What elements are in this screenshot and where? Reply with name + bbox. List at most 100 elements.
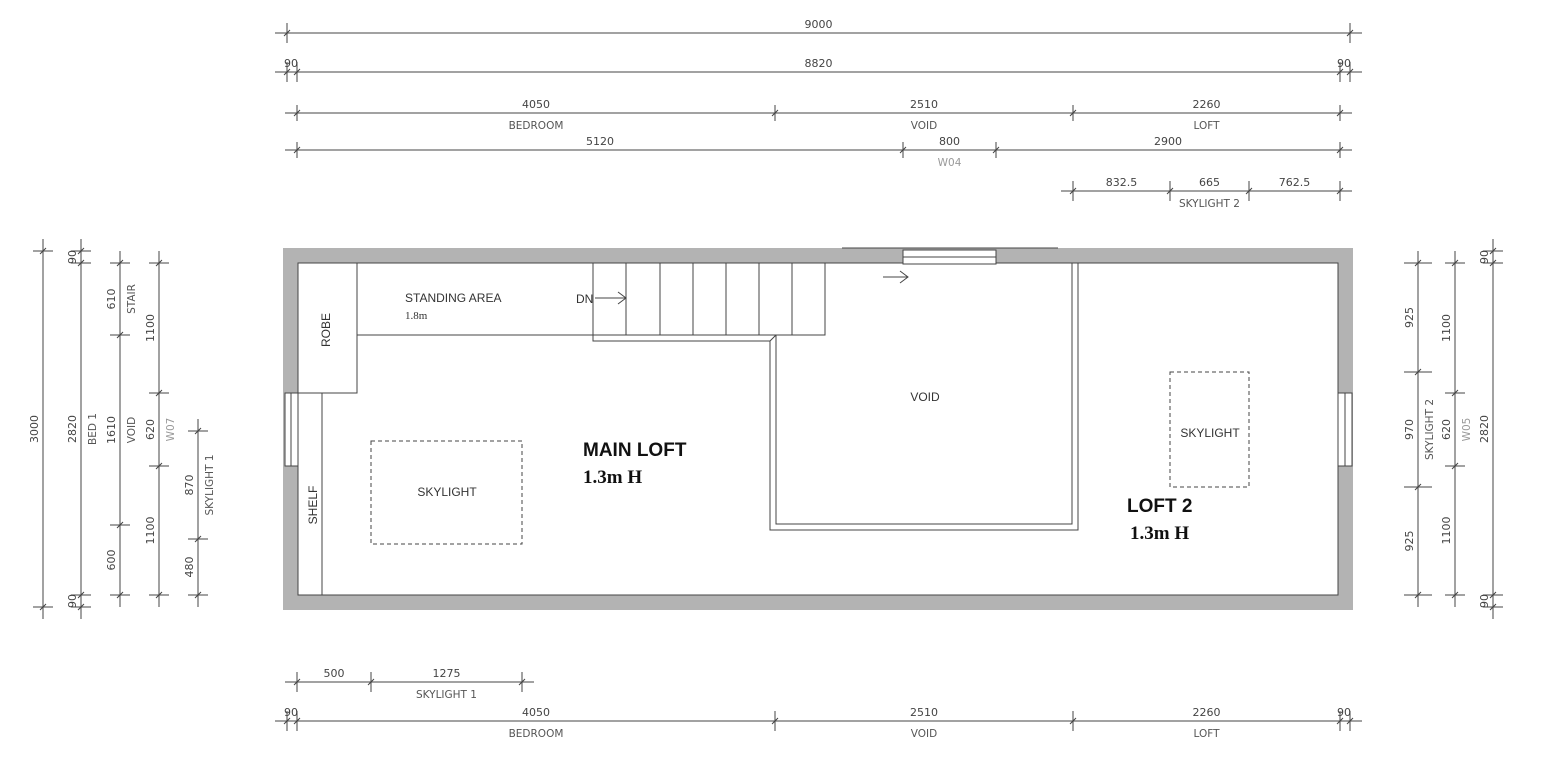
dimension-value: 500 — [324, 667, 345, 680]
dimension-value: 925 — [1403, 531, 1416, 552]
dimension-tick — [1069, 109, 1077, 117]
dimension-value: 90 — [284, 57, 298, 70]
dimension-tick — [771, 717, 779, 725]
dimension-tick — [77, 259, 85, 267]
dimension-tick — [77, 247, 85, 255]
dimension-tick — [155, 389, 163, 397]
void-label: VOID — [910, 390, 940, 404]
dimension-tick — [283, 68, 291, 76]
dimension-value: 2510 — [910, 98, 938, 111]
shelf-label: SHELF — [306, 486, 320, 525]
standing-area-height: 1.8m — [405, 310, 428, 322]
dimension-tick — [518, 678, 526, 686]
dimension-label: VOID — [911, 120, 937, 132]
dimension-tick — [1166, 187, 1174, 195]
dimension-tick — [1336, 187, 1344, 195]
skylight-main-label: SKYLIGHT — [417, 485, 477, 499]
dimension-tick — [1489, 603, 1497, 611]
void-outline — [769, 263, 1079, 531]
dimension-value: 1100 — [1440, 314, 1453, 342]
dimension-label: BEDROOM — [509, 120, 564, 132]
stair-balustrade — [592, 335, 770, 342]
dimension-tick — [293, 717, 301, 725]
dimension-tick — [194, 427, 202, 435]
dimension-label: STAIR — [126, 284, 138, 314]
dimension-tick — [1414, 483, 1422, 491]
dimension-tick — [283, 29, 291, 37]
dimension-label: SKYLIGHT 1 — [204, 454, 216, 515]
dimension-tick — [1346, 68, 1354, 76]
dimension-value: 2820 — [66, 415, 79, 443]
skylight-1 — [370, 440, 523, 545]
dimension-value: 90 — [1337, 706, 1351, 719]
dimension-value: 1610 — [105, 416, 118, 444]
stair-treads — [625, 263, 793, 335]
dimension-tick — [1451, 462, 1459, 470]
dimension-label: SKYLIGHT 2 — [1179, 198, 1240, 210]
dimension-value: 9000 — [805, 18, 833, 31]
dimension-value: 3000 — [28, 415, 41, 443]
dimension-value: 2900 — [1154, 135, 1182, 148]
dimension-tick — [1489, 591, 1497, 599]
dimension-value: 762.5 — [1279, 176, 1311, 189]
dimension-tick — [39, 247, 47, 255]
dimension-tick — [194, 591, 202, 599]
dn-arrow-head — [617, 291, 627, 305]
dimension-tick — [1414, 368, 1422, 376]
walls — [283, 247, 1353, 610]
dimension-value: 8820 — [805, 57, 833, 70]
dimension-value: 2510 — [910, 706, 938, 719]
floor-area — [297, 262, 1339, 596]
dimension-tick — [1414, 259, 1422, 267]
dimension-value: 2260 — [1193, 706, 1221, 719]
dimension-value: 800 — [939, 135, 960, 148]
dimension-label: W05 — [1461, 418, 1473, 442]
dimension-label: SKYLIGHT 2 — [1424, 399, 1436, 460]
dimension-value: 2820 — [1478, 415, 1491, 443]
stair — [592, 262, 826, 336]
dimension-value: 620 — [1440, 419, 1453, 440]
dimension-value: 870 — [183, 475, 196, 496]
dimension-value: 90 — [1478, 594, 1491, 608]
dimension-tick — [293, 109, 301, 117]
dimension-value: 665 — [1199, 176, 1220, 189]
skylight-2 — [1169, 371, 1250, 488]
dimension-label: VOID — [911, 728, 937, 740]
dimension-tick — [116, 259, 124, 267]
dimension-tick — [116, 591, 124, 599]
dimension-tick — [367, 678, 375, 686]
stair-dn-label: DN — [576, 292, 593, 306]
dimension-value: 1100 — [1440, 517, 1453, 545]
dimension-tick — [1489, 259, 1497, 267]
dimension-value: 2260 — [1193, 98, 1221, 111]
dimension-tick — [77, 591, 85, 599]
dimension-tick — [1489, 247, 1497, 255]
dimension-tick — [1451, 389, 1459, 397]
dimension-tick — [1336, 146, 1344, 154]
dimension-tick — [1069, 187, 1077, 195]
dimension-value: 610 — [105, 289, 118, 310]
robe — [297, 262, 358, 394]
dimension-value: 1275 — [433, 667, 461, 680]
dimension-label: VOID — [126, 417, 138, 443]
dimension-tick — [1414, 591, 1422, 599]
dimension-label: LOFT — [1193, 728, 1220, 740]
dimension-tick — [77, 603, 85, 611]
dimension-tick — [155, 462, 163, 470]
dimension-value: 1100 — [144, 314, 157, 342]
dimension-tick — [293, 678, 301, 686]
dimension-tick — [992, 146, 1000, 154]
loft2-label: LOFT 2 — [1127, 496, 1192, 517]
dimension-value: 90 — [1337, 57, 1351, 70]
dimension-value: 90 — [1478, 250, 1491, 264]
dimension-tick — [1336, 717, 1344, 725]
dimension-tick — [194, 535, 202, 543]
main-loft-height: 1.3m H — [583, 467, 642, 488]
dimension-value: 90 — [66, 594, 79, 608]
dimension-tick — [155, 259, 163, 267]
dimension-tick — [1451, 591, 1459, 599]
dimension-value: 1100 — [144, 517, 157, 545]
standing-area-label: STANDING AREA — [405, 291, 501, 305]
dimension-value: 90 — [66, 250, 79, 264]
